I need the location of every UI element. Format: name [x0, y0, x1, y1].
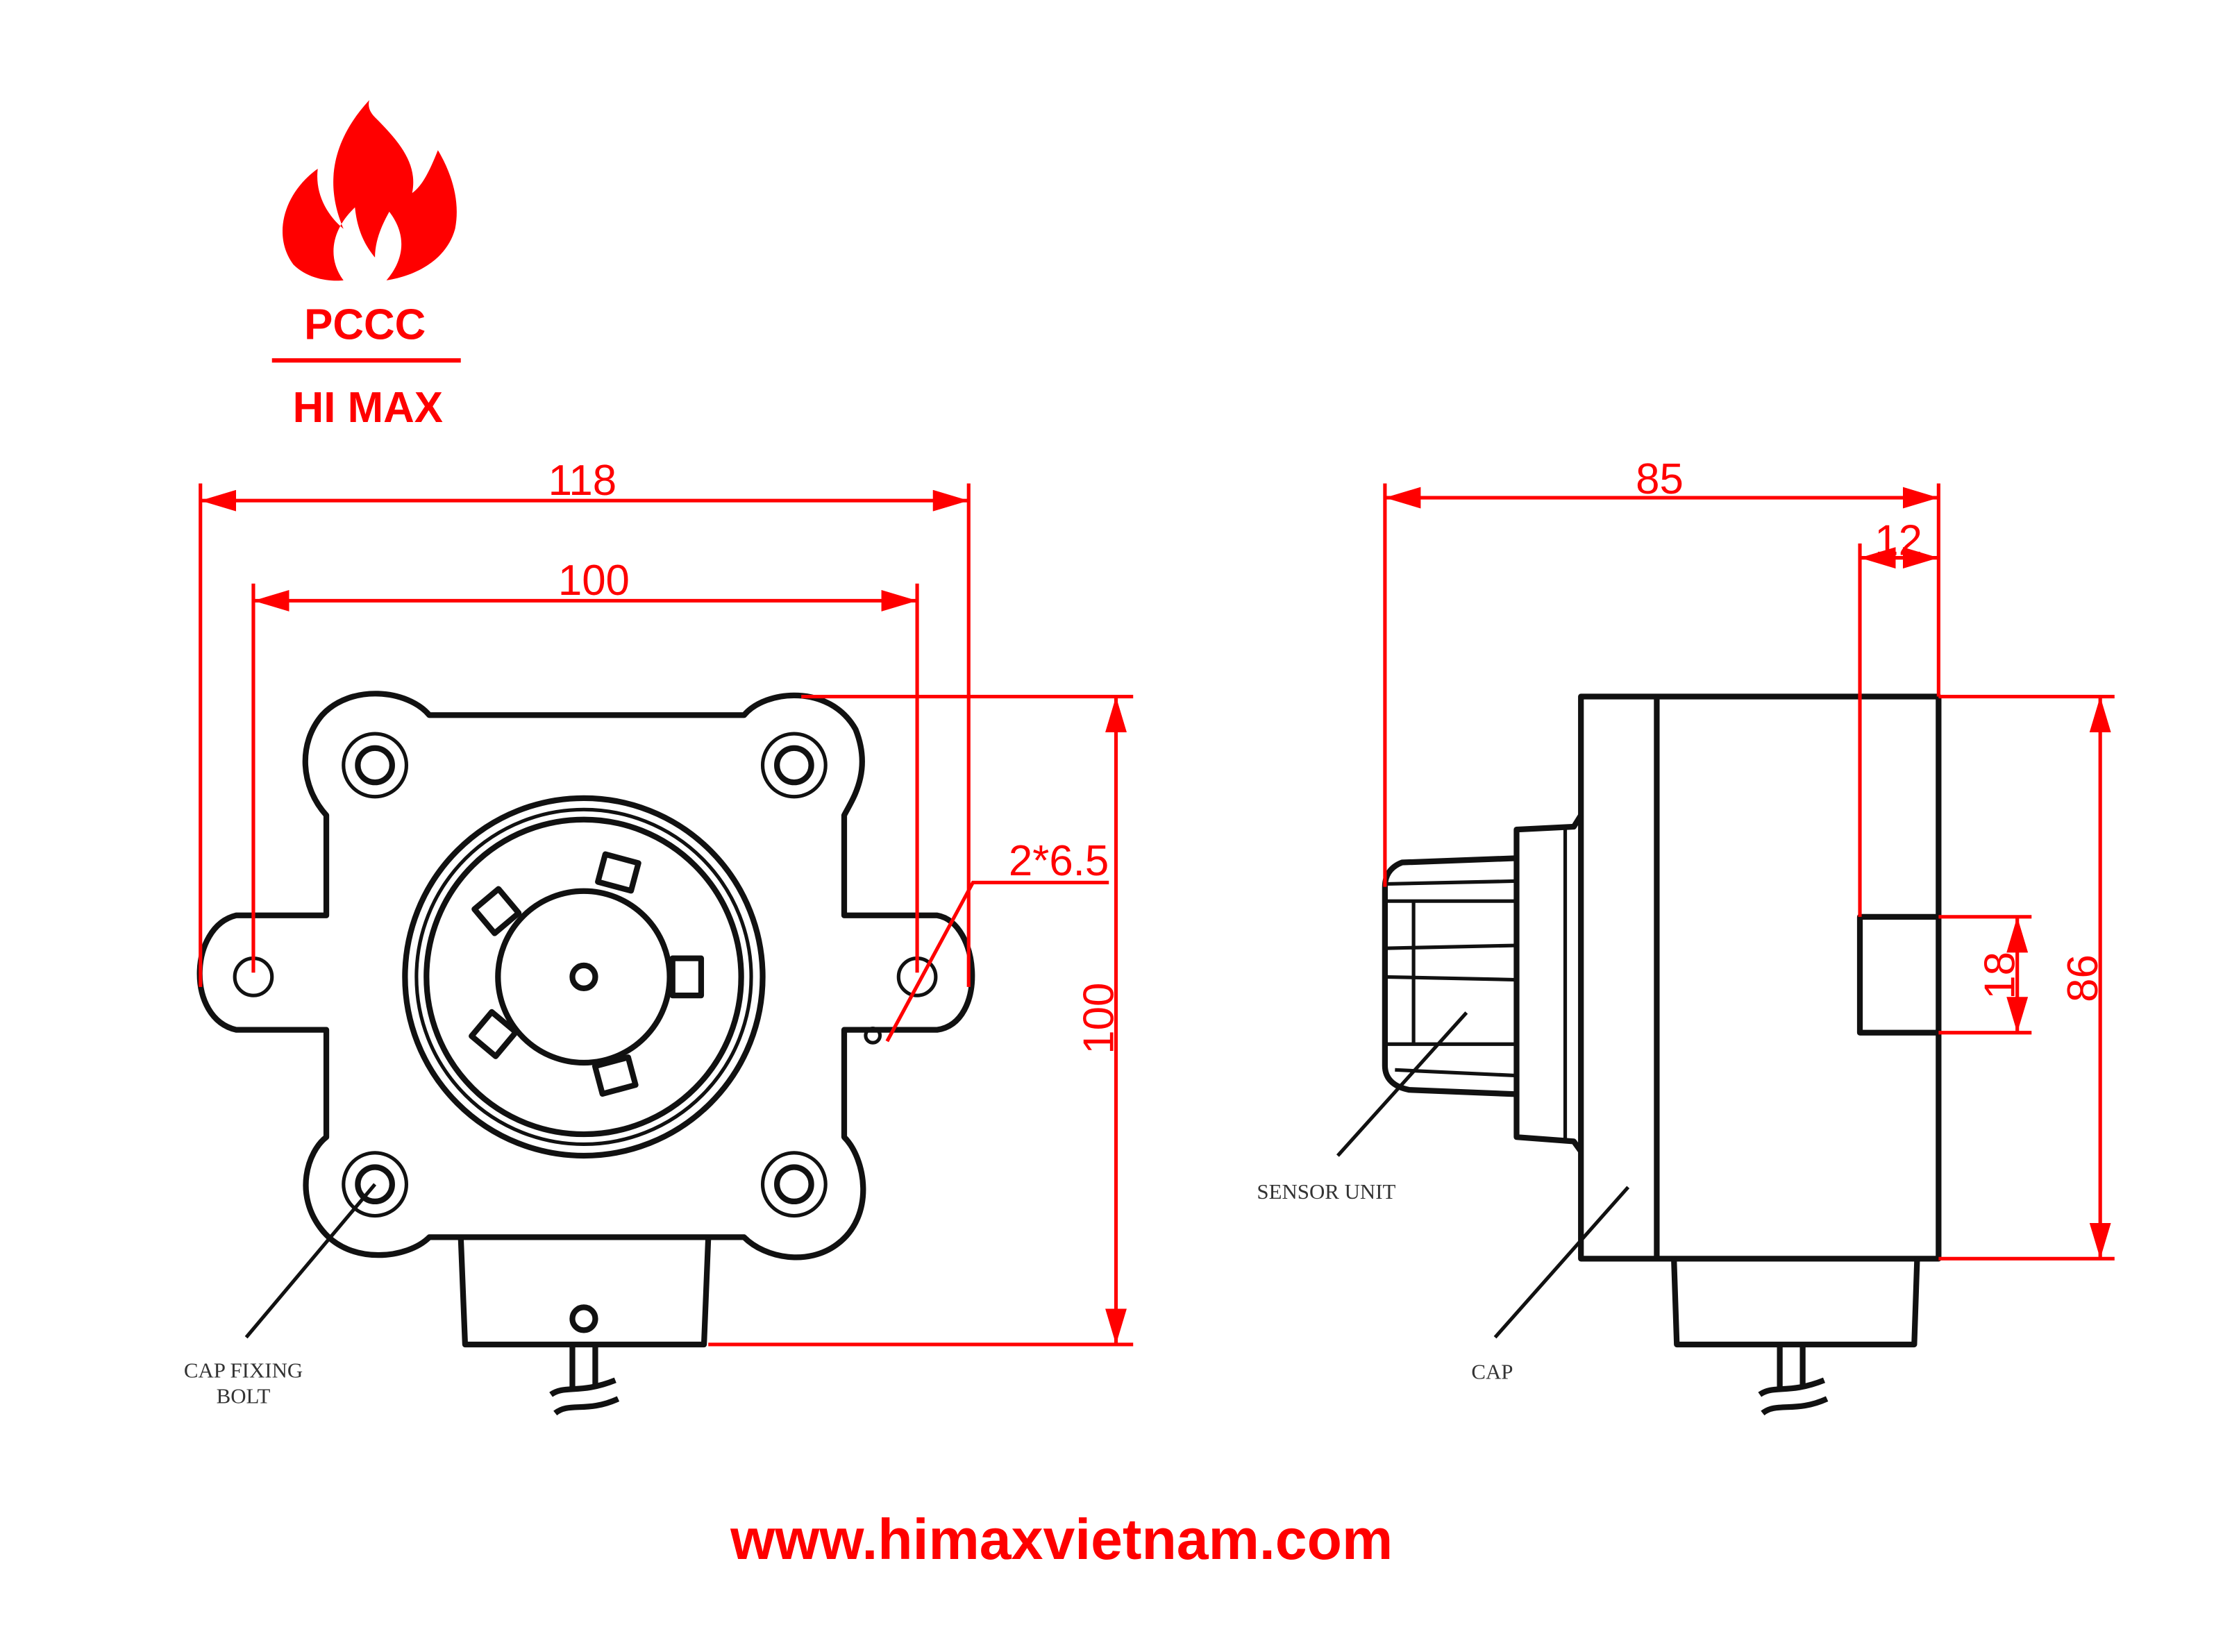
label-sensor-unit: SENSOR UNIT [1257, 1179, 1395, 1204]
dim-100-height: 100 [1075, 983, 1123, 1054]
dim-holes: 2*6.5 [1009, 837, 1109, 885]
logo-text-pccc: PCCC [304, 301, 426, 348]
cap-leader [1493, 1186, 1630, 1339]
front-dimensions: 118 100 100 2*6.5 [199, 457, 1134, 1347]
front-body-outline [196, 691, 975, 1261]
website-url: www.himaxvietnam.com [730, 1508, 1393, 1571]
side-connector [1671, 1258, 1920, 1348]
side-flange [1513, 814, 1584, 1154]
label-cap-fixing-bolt-1: CAP FIXING [184, 1358, 303, 1382]
logo-text-himax: HI MAX [293, 384, 443, 432]
dim-118: 118 [548, 457, 617, 505]
flame-icon [282, 100, 457, 281]
side-view: 85 12 18 86 SENSOR UNIT CAP [1257, 455, 2115, 1416]
sensor-face [402, 795, 766, 1159]
dim-12: 12 [1874, 517, 1922, 565]
bolt-leader [244, 1183, 377, 1339]
side-body [1578, 693, 1942, 1262]
side-sensor-unit [1382, 855, 1517, 1097]
side-cable [1758, 1344, 1829, 1416]
dim-100-width: 100 [558, 557, 630, 605]
front-cable [549, 1304, 620, 1416]
front-connector [458, 1237, 712, 1348]
front-view: 118 100 100 2*6.5 CAP FIXING BOLT [184, 457, 1134, 1416]
label-cap-fixing-bolt-2: BOLT [217, 1383, 271, 1408]
dim-86: 86 [2059, 954, 2107, 1002]
dim-85: 85 [1636, 455, 1684, 503]
sensor-leader [1336, 1011, 1468, 1157]
pccc-himax-logo: PCCC HI MAX [271, 100, 461, 432]
label-cap: CAP [1471, 1359, 1513, 1383]
dim-18: 18 [1977, 952, 2024, 1000]
bolt-holes [342, 732, 828, 1218]
side-dimensions: 85 12 18 86 [1383, 455, 2115, 1261]
side-slot [1856, 913, 1939, 1036]
